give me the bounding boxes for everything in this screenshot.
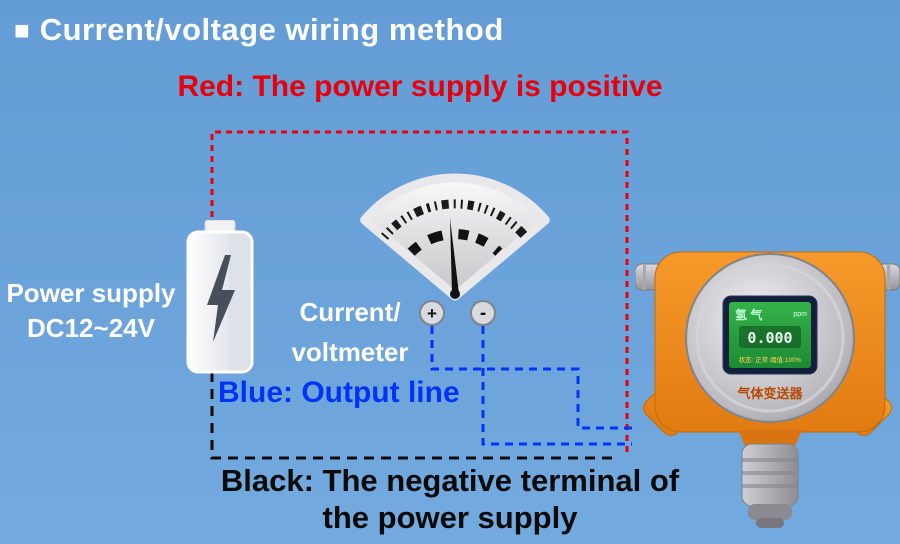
sensor-tip (756, 518, 784, 528)
sensor-cap (748, 504, 792, 520)
voltmeter-label: Current/ voltmeter (272, 292, 428, 372)
page-title-text: Current/voltage wiring method (39, 12, 504, 47)
gland-ridge (643, 264, 646, 290)
blue-wire-minus (481, 326, 632, 446)
black-wire-label-line1: Black: The negative terminal of (220, 463, 680, 498)
screen-value: 0.000 (747, 329, 792, 347)
screen-gas-name: 氢 气 (735, 307, 762, 322)
sensor-neck (738, 430, 802, 446)
page-title: ■ Current/voltage wiring method (14, 12, 504, 48)
black-wire-label: Black: The negative terminal of the powe… (170, 462, 730, 536)
plus-terminal-label: + (427, 304, 437, 323)
blue-wire-label: Blue: Output line (218, 376, 460, 409)
voltmeter-label-line2: voltmeter (291, 337, 409, 367)
power-supply-label-line2: DC12~24V (27, 313, 155, 343)
sensor-ridge (742, 484, 798, 488)
power-supply-label: Power supply DC12~24V (0, 276, 182, 346)
voltmeter-label-line1: Current/ (299, 297, 401, 327)
cover-inner-ring (695, 263, 845, 413)
screen-unit: ppm (793, 311, 807, 318)
screen-status: 状态: 正常 阈值:100% (739, 355, 802, 364)
battery-shading (229, 234, 250, 370)
gas-transmitter-device: 氢 气 ppm 0.000 状态: 正常 阈值:100% 气体变送器 (635, 251, 900, 528)
title-bullet-icon: ■ (14, 15, 30, 45)
sensor-ridge (742, 471, 798, 475)
sensor-ridge (742, 458, 798, 462)
gland-ridge (887, 264, 890, 290)
power-supply-label-line1: Power supply (6, 278, 176, 308)
red-wire-label: Red: The power supply is positive (177, 70, 663, 103)
screen-value-box (739, 326, 801, 348)
device-body-label: 气体变送器 (737, 386, 803, 401)
gauge-pivot (450, 289, 460, 299)
blue-wire-plus (430, 326, 632, 430)
battery-icon (186, 220, 254, 374)
black-wire-label-line2: the power supply (322, 500, 578, 535)
minus-terminal-label: - (480, 303, 486, 324)
